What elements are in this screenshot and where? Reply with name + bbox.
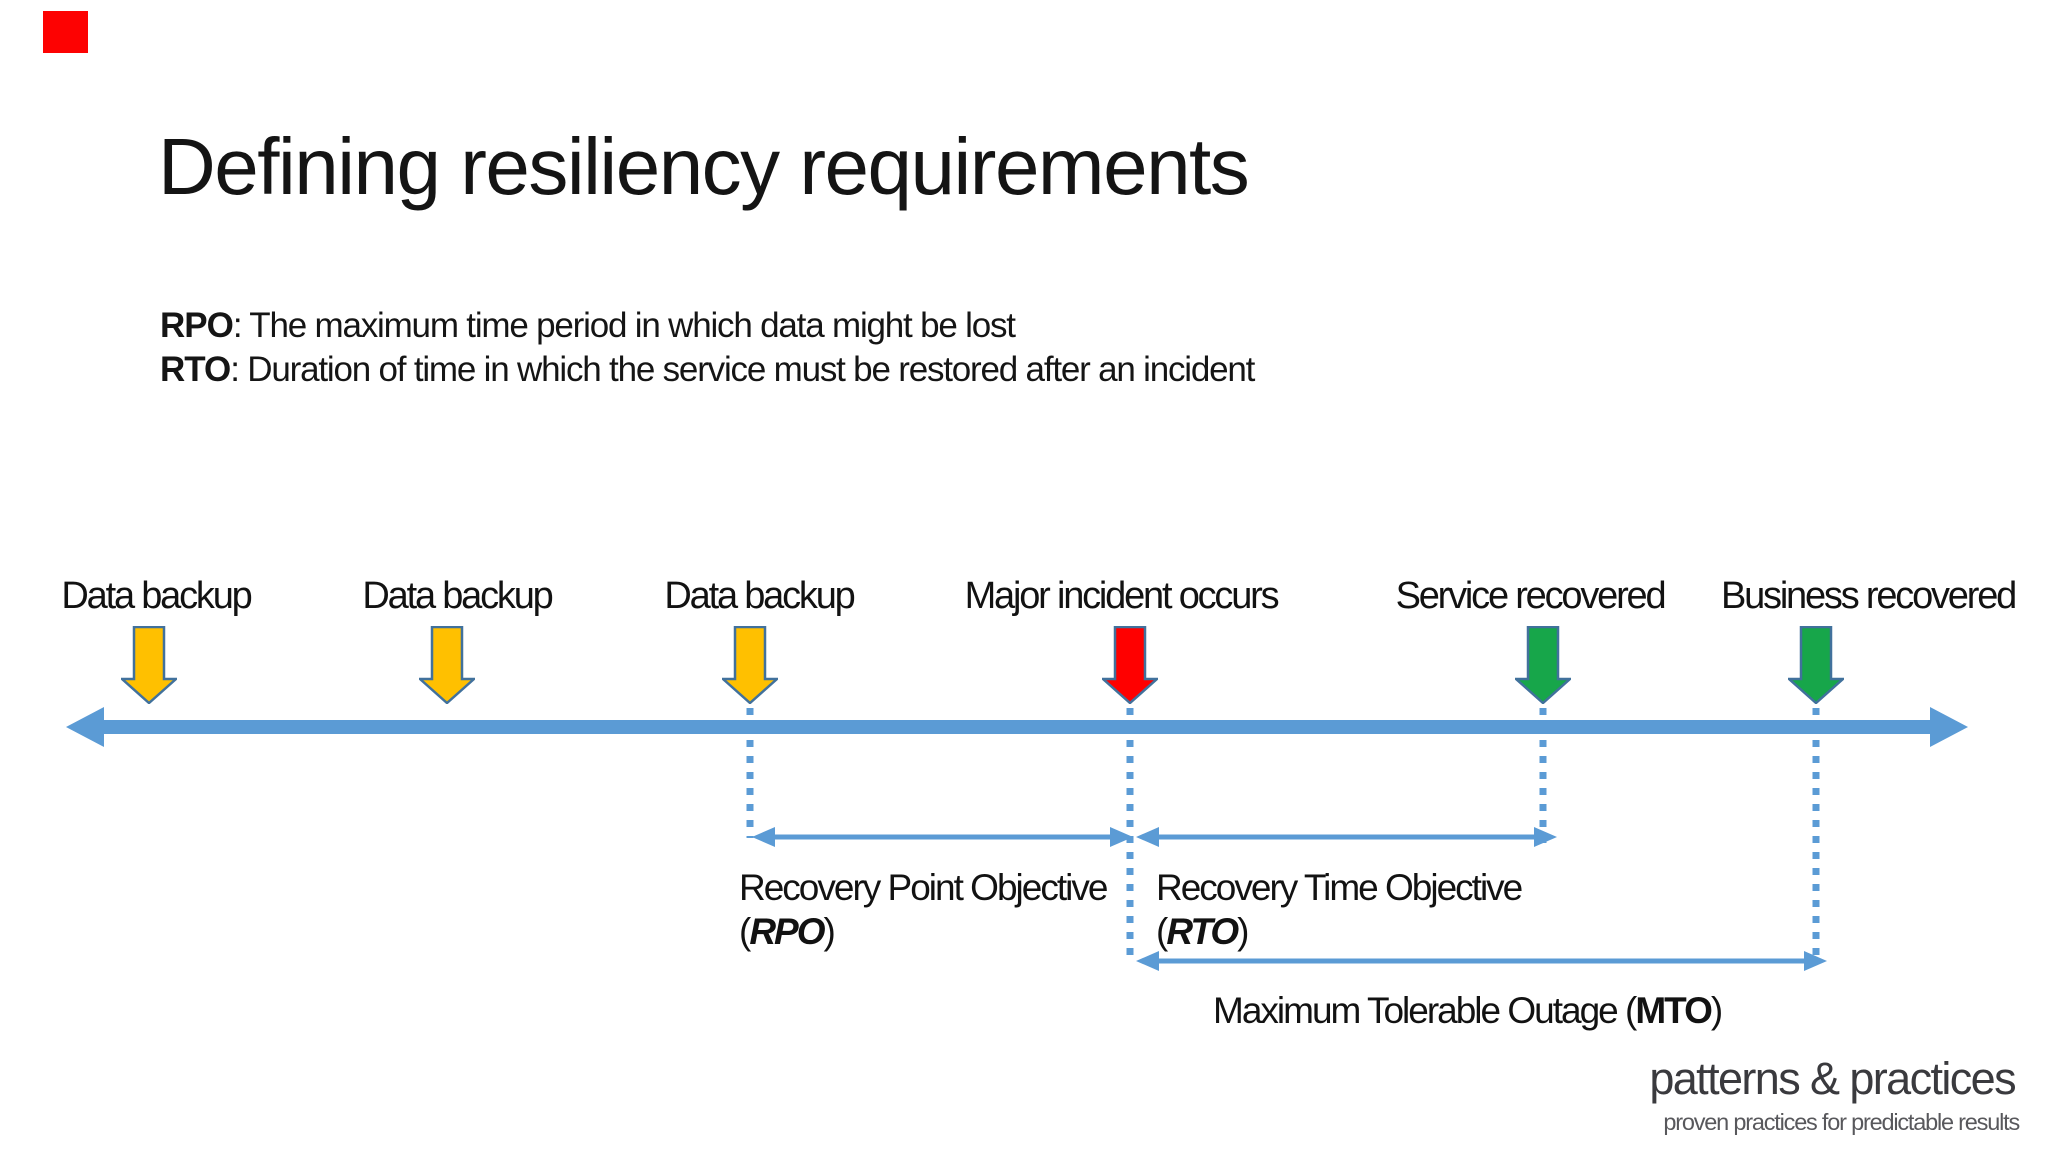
timeline-left-arrowhead: [66, 707, 104, 747]
down-arrow-shape: [1788, 626, 1844, 704]
rpo-span-label: Recovery Point Objective (RPO): [739, 866, 1108, 954]
mto-span-label: Maximum Tolerable Outage (MTO): [1213, 989, 1723, 1033]
rpo-span-label-line1: Recovery Point Objective: [739, 867, 1108, 908]
down-arrow-icon-backup-1: [121, 626, 177, 704]
recording-indicator: [43, 11, 88, 53]
paren-open: (: [739, 911, 751, 952]
down-arrow-shape: [121, 626, 177, 704]
rpo-definition: RPO: The maximum time period in which da…: [160, 304, 1254, 348]
down-arrow-icon-business-recovered: [1788, 626, 1844, 704]
down-arrow-icon-backup-2: [419, 626, 475, 704]
rto-span-right-arrowhead: [1534, 827, 1557, 847]
paren-close: ): [1710, 990, 1723, 1031]
down-arrow-icon-service-recovered: [1515, 626, 1571, 704]
rpo-definition-text: : The maximum time period in which data …: [232, 306, 1016, 345]
mto-span-right-arrowhead: [1804, 951, 1827, 971]
event-label-business-recovered: Business recovered: [1720, 575, 2017, 617]
paren-close: ): [1237, 911, 1249, 952]
down-arrow-icon-incident: [1102, 626, 1158, 704]
timeline-right-arrowhead: [1930, 707, 1968, 747]
event-label-backup-2: Data backup: [362, 575, 553, 617]
rto-definition-text: : Duration of time in which the service …: [230, 350, 1255, 389]
down-arrow-icon-backup-3: [722, 626, 778, 704]
rpo-span-label-line2: (RPO): [739, 910, 1106, 954]
paren-close: ): [823, 911, 836, 952]
event-label-service-recovered: Service recovered: [1395, 575, 1667, 617]
rpo-span-right-arrowhead: [1110, 827, 1133, 847]
rto-span-label-line1: Recovery Time Objective: [1156, 867, 1523, 908]
rto-span-label: Recovery Time Objective (RTO): [1156, 866, 1523, 954]
down-arrow-shape: [1102, 626, 1158, 704]
mto-span-label-text: Maximum Tolerable Outage (: [1213, 990, 1637, 1031]
paren-open: (: [1156, 911, 1168, 952]
event-label-backup-1: Data backup: [61, 575, 252, 617]
rto-span-left-arrowhead: [1136, 827, 1159, 847]
rto-definition: RTO: Duration of time in which the servi…: [160, 348, 1255, 392]
mto-abbr: MTO: [1635, 990, 1713, 1031]
event-label-backup-3: Data backup: [664, 575, 855, 617]
rpo-abbr: RPO: [749, 911, 825, 952]
rto-span-label-line2: (RTO): [1156, 910, 1521, 954]
rpo-span-left-arrowhead: [752, 827, 775, 847]
definitions-block: RPO: The maximum time period in which da…: [160, 304, 1255, 392]
down-arrow-shape: [419, 626, 475, 704]
rto-term: RTO: [160, 350, 231, 389]
logo-tagline: proven practices for predictable results: [1663, 1109, 2020, 1135]
rpo-term: RPO: [160, 306, 234, 345]
patterns-and-practices-logo: patterns & practices: [1649, 1053, 2016, 1104]
event-label-incident: Major incident occurs: [964, 575, 1280, 617]
mto-span-left-arrowhead: [1136, 951, 1159, 971]
down-arrow-shape: [1515, 626, 1571, 704]
down-arrow-shape: [722, 626, 778, 704]
slide-title: Defining resiliency requirements: [158, 122, 1250, 211]
rto-abbr: RTO: [1166, 911, 1239, 952]
